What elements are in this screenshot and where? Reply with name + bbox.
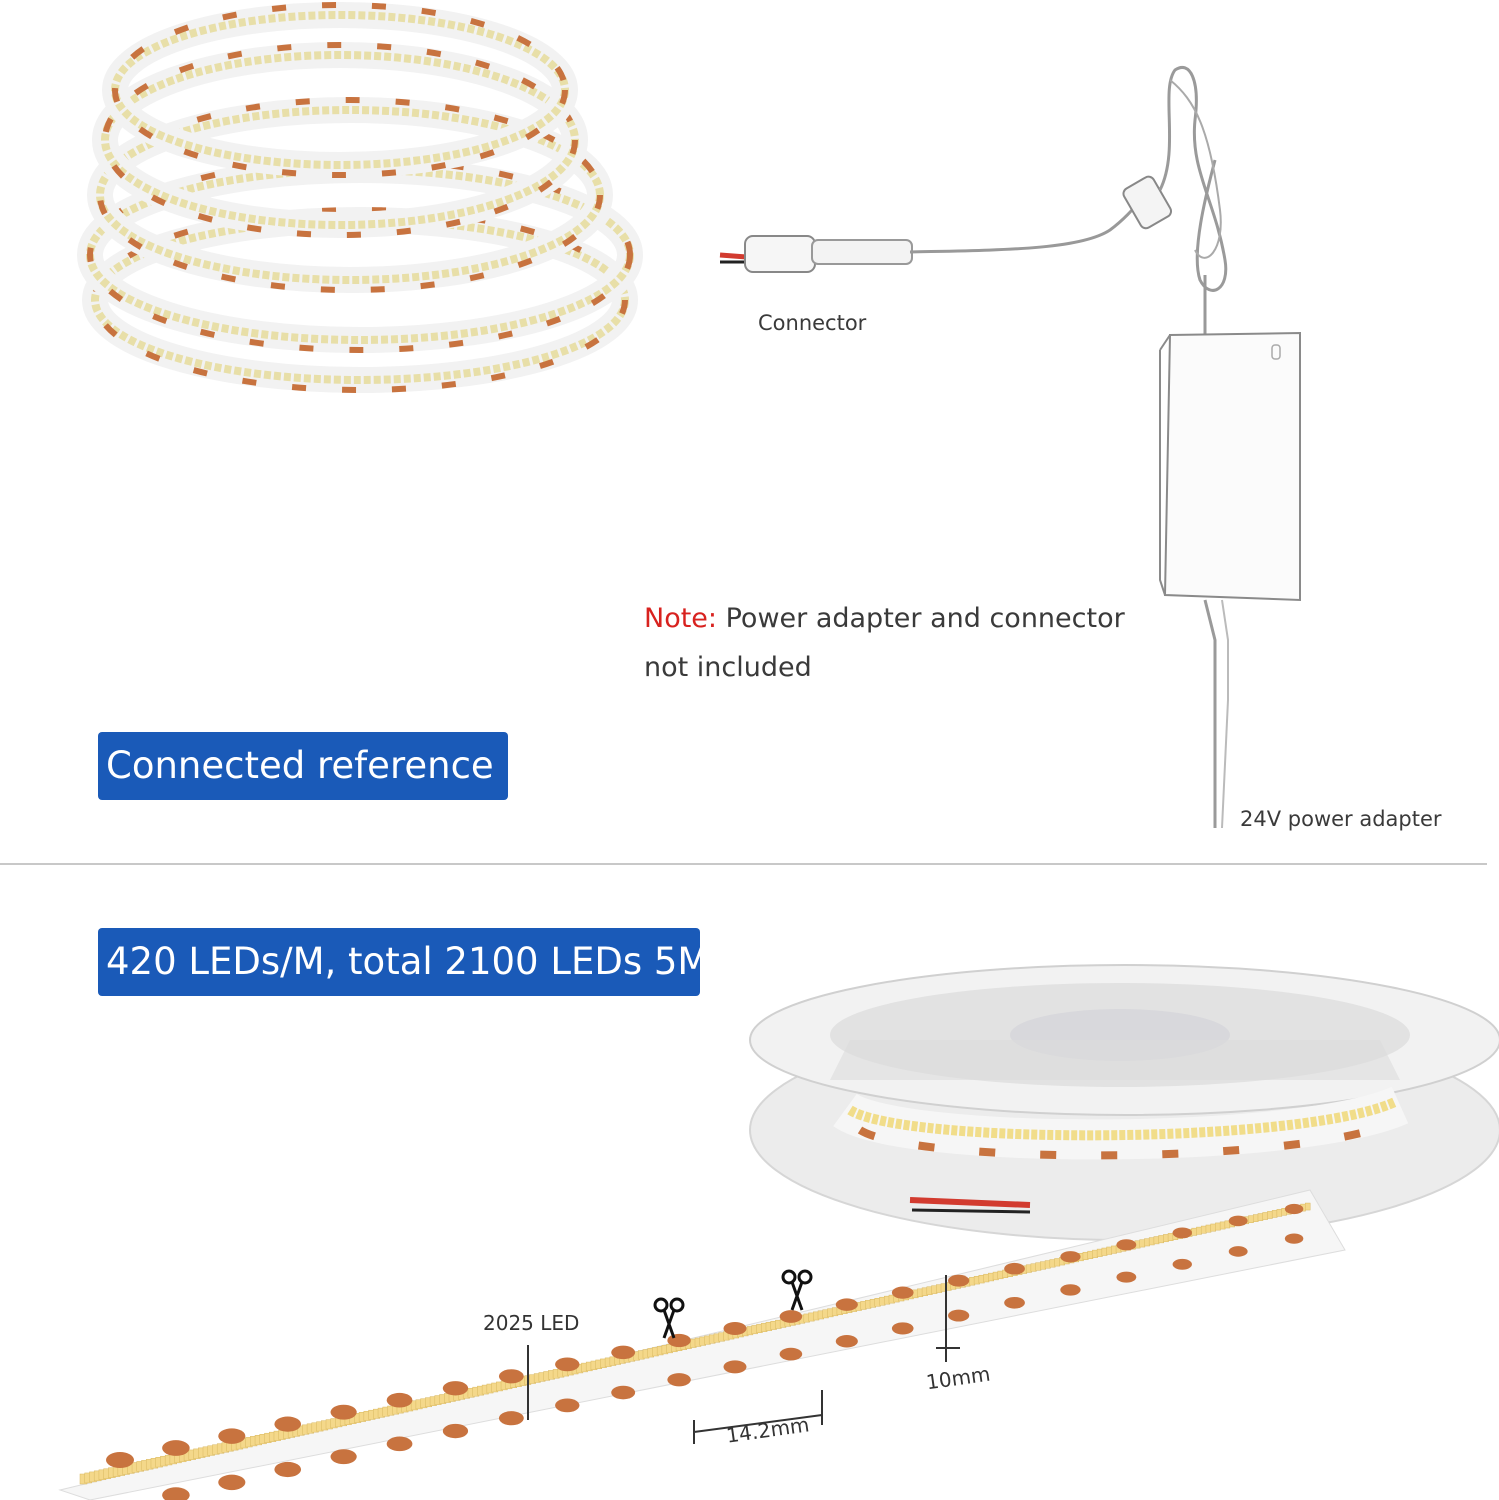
connected-reference-badge: Connected reference	[98, 732, 508, 800]
note-prefix: Note:	[644, 603, 718, 634]
power-adapter-label: 24V power adapter	[1240, 807, 1442, 831]
led-density-badge: 420 LEDs/M, total 2100 LEDs 5M	[98, 928, 709, 996]
note-body: Power adapter and connector not included	[644, 603, 1125, 683]
led-strip-coil-image	[77, 2, 643, 393]
section-divider	[0, 863, 1487, 865]
led-type-label: 2025 LED	[483, 1311, 580, 1335]
scissors-icon	[653, 1297, 685, 1339]
note-text: Note: Power adapter and connector not in…	[644, 594, 1164, 692]
power-adapter-drawing	[719, 66, 1301, 829]
scissors-icon	[781, 1269, 813, 1311]
connector-label: Connector	[758, 311, 867, 335]
